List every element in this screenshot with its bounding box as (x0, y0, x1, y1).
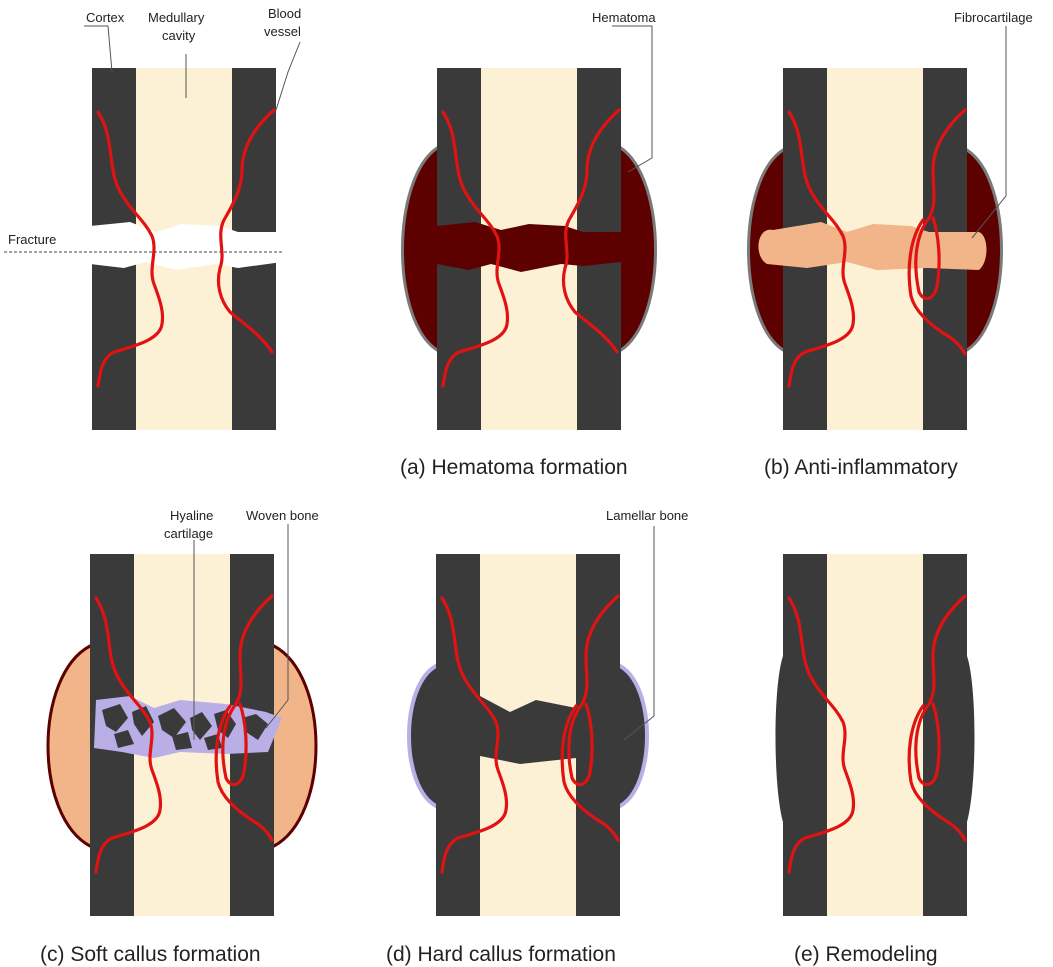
panel-anti-inflammatory (749, 68, 1002, 430)
caption-a: (a) Hematoma formation (400, 456, 628, 479)
label-medullary-2: cavity (162, 28, 196, 43)
label-hematoma: Hematoma (592, 10, 656, 25)
label-lamellar-bone: Lamellar bone (606, 508, 688, 523)
caption-e: (e) Remodeling (794, 943, 938, 966)
label-cortex: Cortex (86, 10, 125, 25)
panel-hard-callus (409, 554, 647, 916)
caption-c: (c) Soft callus formation (40, 943, 261, 966)
label-fibrocartilage: Fibrocartilage (954, 10, 1033, 25)
label-fracture: Fracture (8, 232, 56, 247)
label-hyaline-2: cartilage (164, 526, 213, 541)
label-blood-2: vessel (264, 24, 301, 39)
label-blood-1: Blood (268, 6, 301, 21)
panel-intact-fracture (90, 68, 282, 430)
label-woven-bone: Woven bone (246, 508, 319, 523)
panel-soft-callus (48, 554, 316, 916)
remodeled-cortex-left (776, 554, 828, 916)
panel-remodeling (776, 554, 975, 916)
label-hyaline-1: Hyaline (170, 508, 213, 523)
label-medullary-1: Medullary (148, 10, 205, 25)
caption-d: (d) Hard callus formation (386, 943, 616, 966)
panel-hematoma-formation (403, 68, 656, 430)
caption-b: (b) Anti-inflammatory (764, 456, 958, 479)
remodeled-cortex-right (923, 554, 975, 916)
